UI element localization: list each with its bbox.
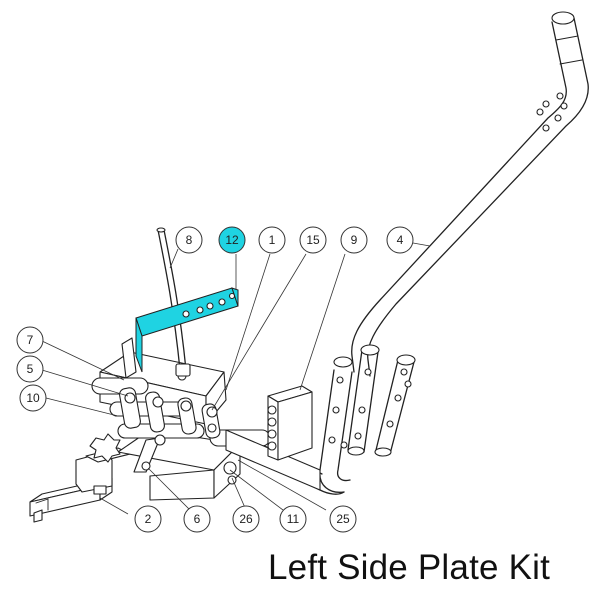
callout-11: 11 [279, 505, 307, 533]
left-side-plate-highlight [135, 287, 239, 373]
callout-4-label: 4 [397, 233, 404, 247]
leader-lines [41, 242, 431, 515]
callout-9: 9 [340, 226, 368, 254]
callout-6: 6 [183, 505, 211, 533]
callout-1: 1 [258, 226, 286, 254]
callout-10: 10 [19, 384, 47, 412]
callout-12: 12 [218, 226, 246, 254]
callout-26-label: 26 [239, 512, 253, 526]
callout-15: 15 [299, 226, 327, 254]
callout-4: 4 [386, 226, 414, 254]
callout-2-label: 2 [145, 512, 152, 526]
callout-26: 26 [232, 505, 260, 533]
callout-1-label: 1 [269, 233, 276, 247]
callout-25: 25 [329, 505, 357, 533]
callout-25-label: 25 [336, 512, 350, 526]
callout-6-label: 6 [194, 512, 201, 526]
callout-11-label: 11 [287, 512, 300, 526]
adjustment-tubes [347, 344, 416, 457]
callout-8: 8 [175, 226, 203, 254]
callout-10-label: 10 [26, 391, 40, 405]
diagram-title: Left Side Plate Kit [268, 548, 551, 587]
callout-15-label: 15 [306, 233, 320, 247]
main-frame [89, 337, 321, 501]
callout-8-label: 8 [186, 233, 193, 247]
callout-9-label: 9 [351, 233, 358, 247]
callout-5: 5 [16, 355, 44, 383]
callout-7-label: 7 [27, 333, 34, 347]
mounting-plate [223, 385, 313, 485]
cable [156, 227, 191, 377]
handle-bar [351, 11, 589, 377]
callout-7: 7 [16, 326, 44, 354]
callout-2: 2 [134, 505, 162, 533]
callout-12-label: 12 [225, 233, 239, 247]
callout-5-label: 5 [27, 362, 34, 376]
hitch-receiver [29, 447, 131, 523]
